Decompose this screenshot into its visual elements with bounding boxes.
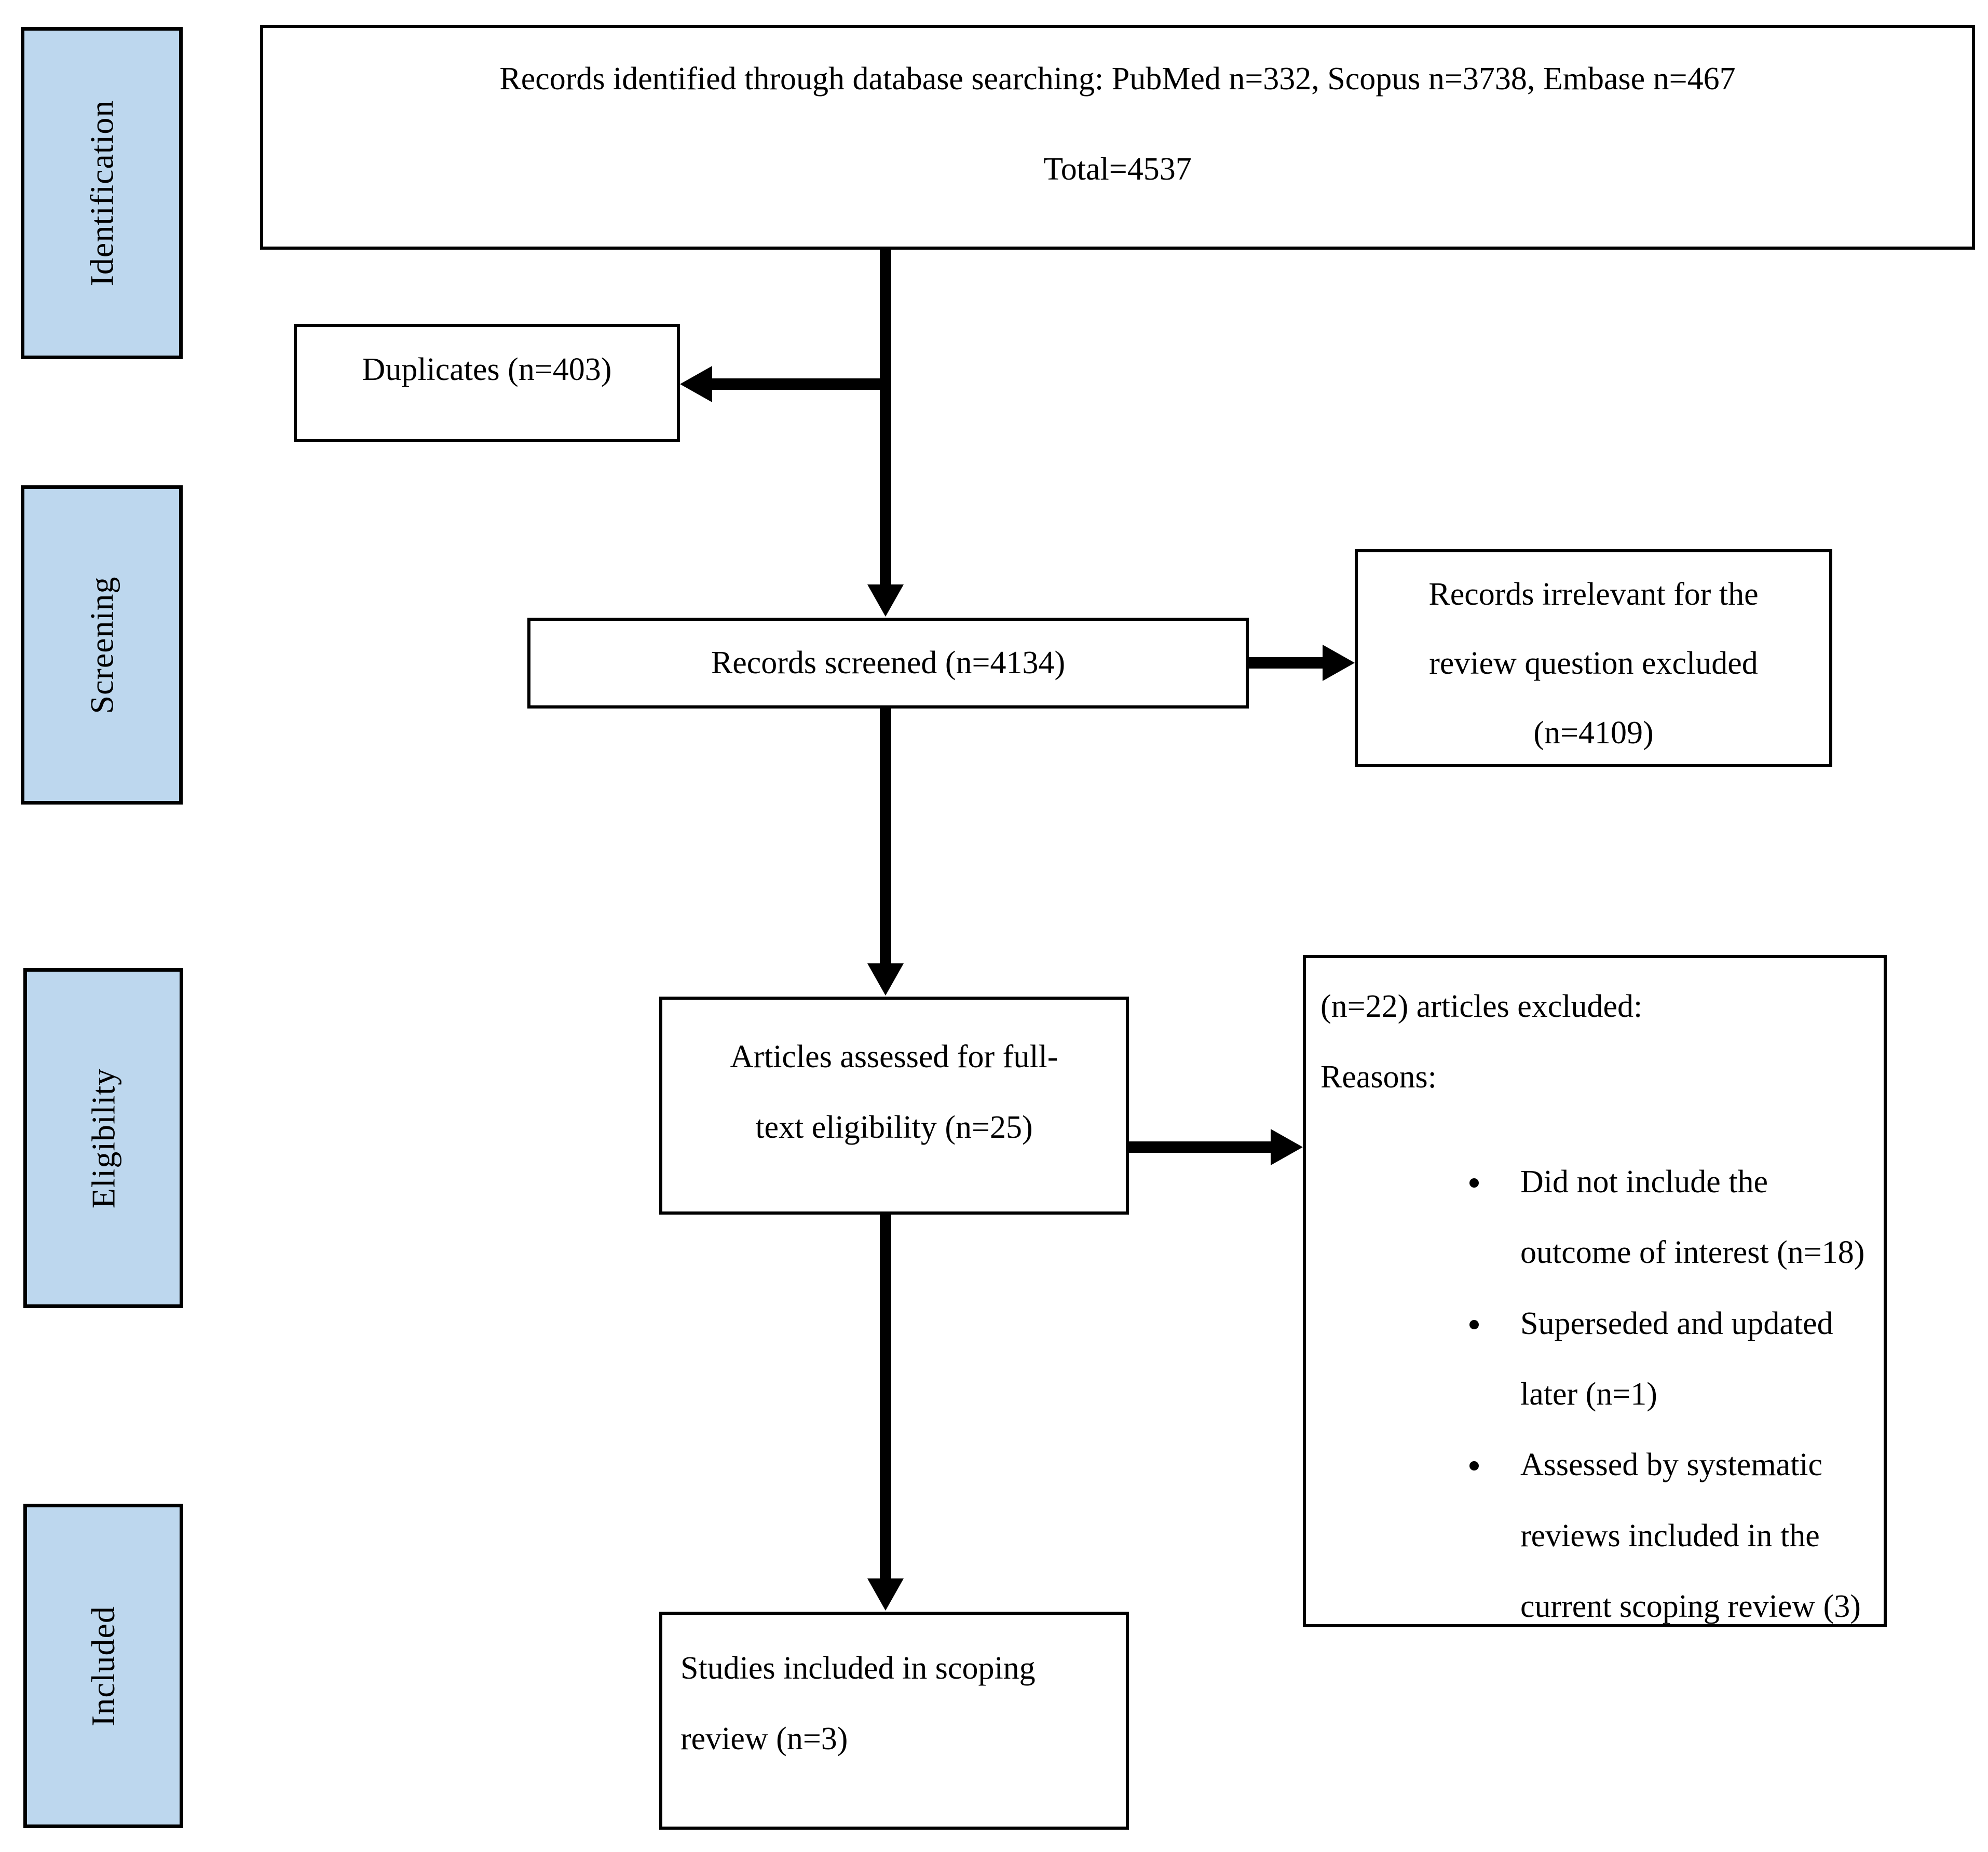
studies-included-line1: Studies included in scoping [680,1651,1036,1686]
stage-bar-eligibility: Eligibility [23,968,183,1308]
records-identified-line2: Total=4537 [1043,151,1192,187]
studies-included-box: Studies included in scoping review (n=3) [659,1612,1129,1830]
reason3-line1: Assessed by systematic [1520,1447,1823,1483]
arrow-fulltext-to-excluded-line [1129,1141,1273,1153]
articles-excluded-box: (n=22) articles excluded: Reasons: Did n… [1303,955,1887,1627]
stage-bar-identification: Identification [21,27,183,359]
records-identified-line1: Records identified through database sear… [499,61,1736,97]
reason1-line2: outcome of interest (n=18) [1520,1235,1865,1271]
reason3-line2: reviews included in the [1520,1518,1820,1554]
arrow-identified-to-screened-head [867,584,904,617]
exclusion-reason-item: Assessed by systematic reviews included … [1492,1429,1869,1642]
arrow-screened-to-fulltext-head [867,963,904,996]
reason2-line2: later (n=1) [1520,1376,1657,1412]
records-irrelevant-box: Records irrelevant for the review questi… [1355,549,1832,767]
stage-bar-screening: Screening [21,485,183,805]
articles-excluded-subheader: Reasons: [1320,1059,1437,1095]
records-irrelevant-line1: Records irrelevant for the [1428,577,1759,612]
reason2-line1: Superseded and updated [1520,1305,1833,1341]
studies-included-line2: review (n=3) [680,1721,848,1757]
exclusion-reasons-list: Did not include the outcome of interest … [1320,1147,1869,1642]
full-text-assessed-line2: text eligibility (n=25) [755,1110,1033,1146]
stage-label-included: Included [85,1605,121,1726]
records-irrelevant-line3: (n=4109) [1533,715,1654,751]
reason1-line1: Did not include the [1520,1164,1768,1200]
articles-excluded-header: (n=22) articles excluded: [1320,989,1643,1024]
full-text-assessed-line1: Articles assessed for full- [730,1039,1058,1074]
stage-bar-included: Included [23,1504,183,1828]
records-irrelevant-line2: review question excluded [1429,646,1758,682]
arrow-fulltext-to-included-head [867,1578,904,1611]
arrow-to-duplicates-line [712,378,886,390]
arrow-fulltext-to-included-line [880,1215,891,1579]
reason3-line3: current scoping review (3) [1520,1589,1861,1625]
arrow-identified-to-screened-line [880,250,891,587]
duplicates-text: Duplicates (n=403) [362,352,612,387]
records-identified-box: Records identified through database sear… [260,25,1975,250]
stage-label-eligibility: Eligibility [85,1068,121,1208]
full-text-assessed-box: Articles assessed for full- text eligibi… [659,997,1129,1215]
stage-label-screening: Screening [83,576,120,714]
records-screened-text: Records screened (n=4134) [711,645,1066,680]
arrow-screened-to-fulltext-line [880,709,891,964]
records-screened-box: Records screened (n=4134) [527,618,1249,709]
arrow-to-duplicates-head [680,366,712,402]
exclusion-reason-item: Did not include the outcome of interest … [1492,1147,1869,1288]
arrow-screened-to-irrelevant-head [1323,645,1355,681]
arrow-fulltext-to-excluded-head [1271,1129,1303,1165]
duplicates-box: Duplicates (n=403) [294,324,680,442]
stage-label-identification: Identification [83,100,120,287]
exclusion-reason-item: Superseded and updated later (n=1) [1492,1288,1869,1430]
arrow-screened-to-irrelevant-line [1249,657,1325,669]
